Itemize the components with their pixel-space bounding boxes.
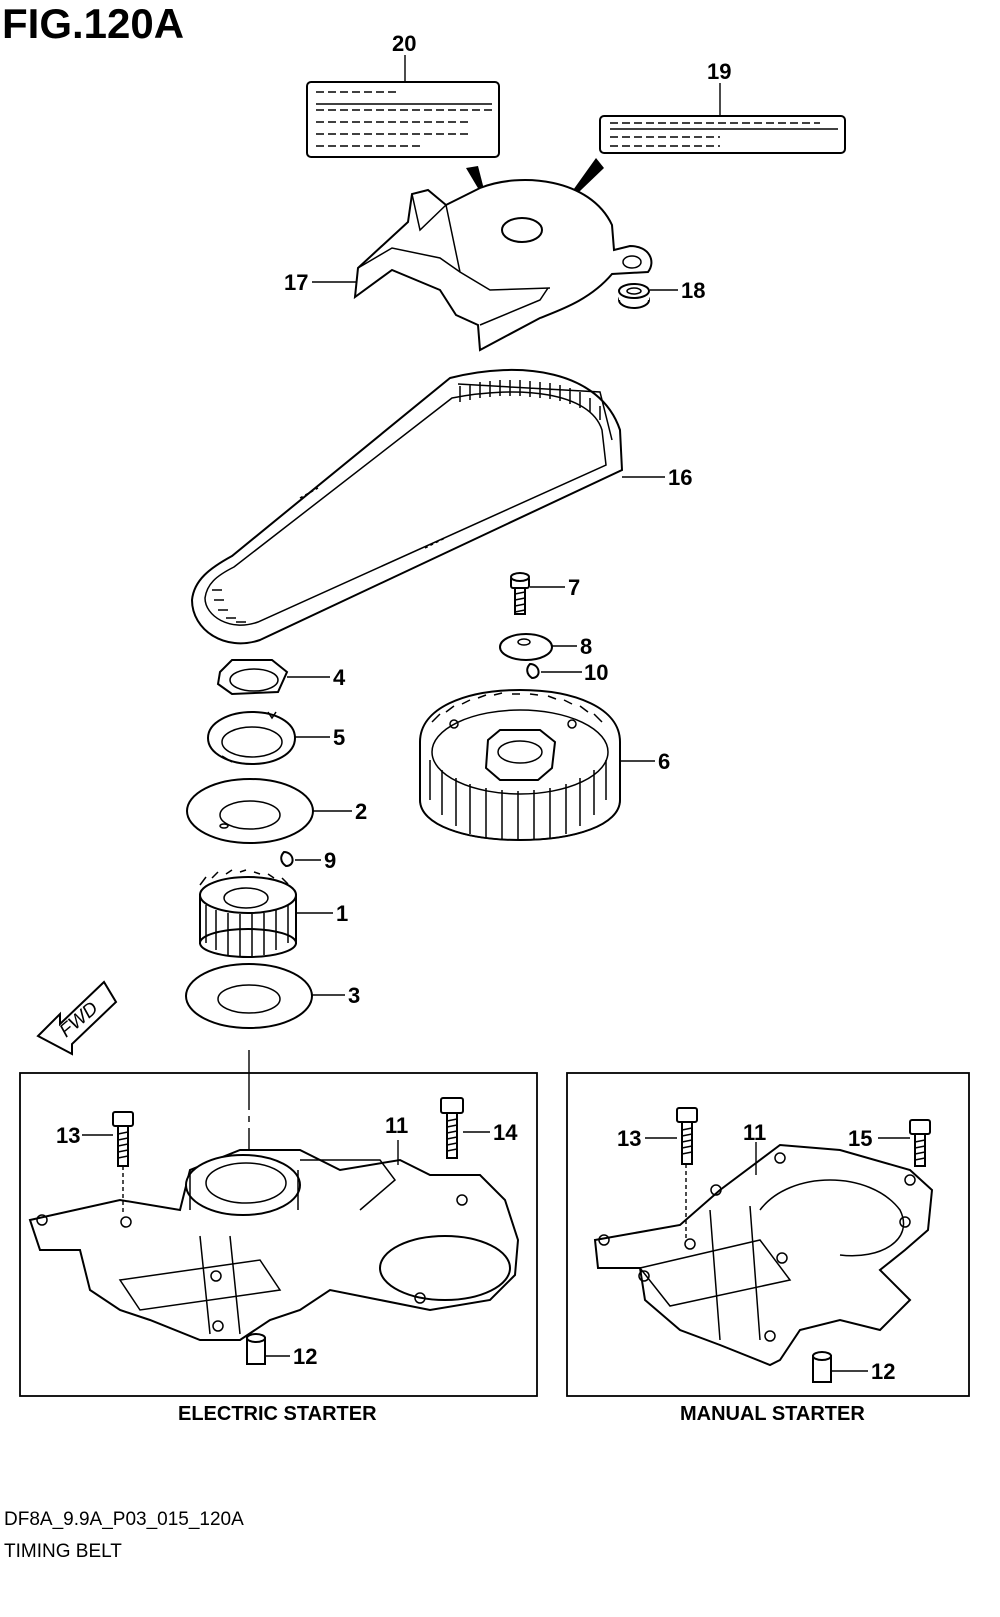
timing-belt-cover-17 <box>353 179 653 352</box>
figure-title: FIG.120A <box>2 0 184 47</box>
callout-3: 3 <box>348 983 360 1008</box>
callout-19: 19 <box>707 59 731 84</box>
callout-16: 16 <box>668 465 692 490</box>
callout-10: 10 <box>584 660 608 685</box>
callout-13-electric: 13 <box>56 1123 80 1148</box>
bolt-14 <box>440 1097 464 1159</box>
diagram-description: TIMING BELT <box>4 1541 122 1562</box>
callout-17: 17 <box>284 270 308 295</box>
callout-15: 15 <box>848 1126 872 1151</box>
label-plate-20 <box>306 81 500 158</box>
key-9 <box>280 850 294 868</box>
fwd-direction-marker: FWD <box>36 980 118 1056</box>
electric-starter-panel <box>19 1072 538 1397</box>
callout-12-electric: 12 <box>293 1344 317 1369</box>
electric-starter-caption: ELECTRIC STARTER <box>178 1403 377 1425</box>
drawing-code: DF8A_9.9A_P03_015_120A <box>4 1509 244 1530</box>
callout-9: 9 <box>324 848 336 873</box>
callout-11-electric: 11 <box>385 1113 408 1138</box>
dowel-pin-12-manual <box>812 1351 832 1383</box>
timing-belt-16 <box>190 368 624 645</box>
callout-20: 20 <box>392 31 416 56</box>
callout-8: 8 <box>580 634 592 659</box>
plate-3 <box>185 963 313 1029</box>
callout-6: 6 <box>658 749 670 774</box>
callout-1: 1 <box>336 901 348 926</box>
bolt-7 <box>510 572 530 615</box>
callout-11-manual: 11 <box>743 1120 766 1145</box>
callout-5: 5 <box>333 725 345 750</box>
crankshaft-sprocket-1 <box>199 869 297 958</box>
manual-starter-caption: MANUAL STARTER <box>680 1403 865 1425</box>
bolt-13-electric <box>112 1111 134 1167</box>
grommet-18 <box>618 283 650 309</box>
crankcase-cover-11-manual <box>593 1143 934 1367</box>
washer-8 <box>499 633 553 661</box>
nut-4 <box>216 659 289 696</box>
bolt-13-manual <box>676 1107 698 1165</box>
manual-starter-panel <box>566 1072 970 1397</box>
dowel-pin-12-electric <box>246 1333 266 1365</box>
callout-12-manual: 12 <box>871 1359 895 1384</box>
lock-washer-5 <box>206 710 297 766</box>
callout-4: 4 <box>333 665 346 690</box>
label-plate-19 <box>599 115 846 154</box>
callout-2: 2 <box>355 799 367 824</box>
bolt-15 <box>909 1119 931 1167</box>
key-10 <box>526 662 540 680</box>
callout-7: 7 <box>568 575 580 600</box>
crankcase-cover-11-electric <box>28 1149 520 1341</box>
callout-14: 14 <box>493 1120 518 1145</box>
callout-13-manual: 13 <box>617 1126 641 1151</box>
callout-18: 18 <box>681 278 705 303</box>
plate-2 <box>186 778 314 844</box>
camshaft-pulley-6 <box>419 688 621 842</box>
